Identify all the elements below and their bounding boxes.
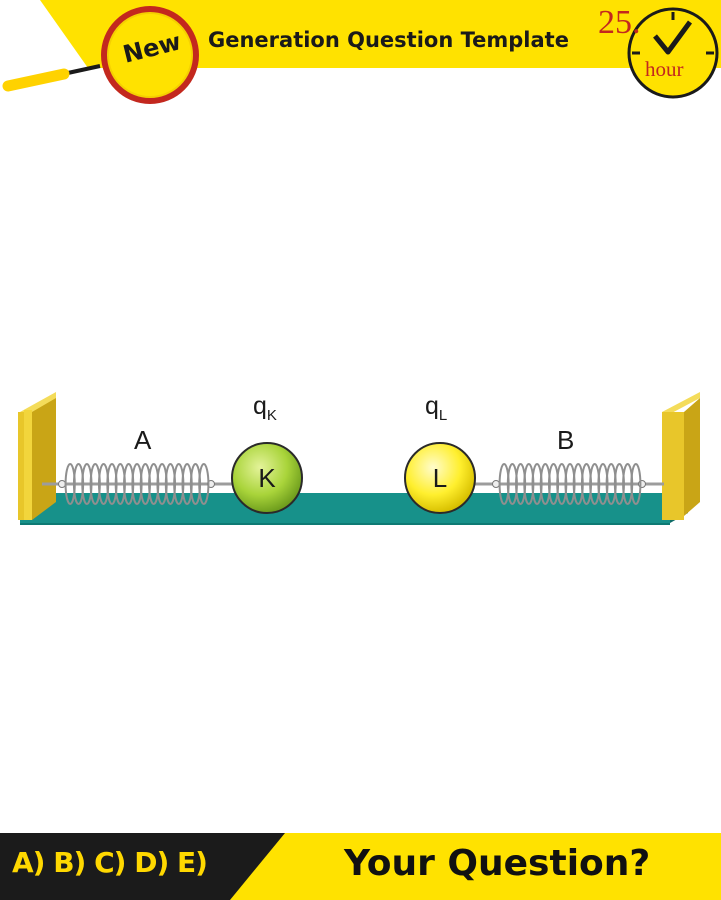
charge-k-subscript: K	[266, 407, 277, 424]
spring-a	[64, 463, 210, 505]
ball-l-label: L	[432, 463, 448, 493]
right-wall	[662, 392, 700, 520]
magnifier-icon	[2, 6, 199, 104]
spring-coil	[630, 463, 642, 505]
spring-a-label: A	[134, 425, 152, 455]
question-text: Your Question?	[344, 843, 651, 884]
hour-number: 25.	[598, 4, 641, 41]
spring-b	[498, 463, 642, 505]
footer-band	[0, 833, 721, 900]
spring-diagram	[18, 392, 700, 525]
page-title: Generation Question Template	[208, 28, 569, 52]
ball-k-label: K	[258, 463, 276, 493]
charge-k-label: qK	[253, 392, 277, 424]
left-wall	[18, 392, 56, 520]
clock-icon	[627, 7, 719, 99]
spring-b-label: B	[557, 425, 575, 455]
charge-l-symbol: q	[425, 392, 439, 420]
spring-coil	[198, 463, 210, 505]
charge-l-label: qL	[425, 392, 447, 424]
charge-l-subscript: L	[438, 407, 448, 424]
hour-label: hour	[645, 57, 684, 81]
header-band	[2, 0, 721, 104]
charge-k-symbol: q	[253, 392, 267, 420]
ball-l	[404, 442, 476, 514]
ball-k	[231, 442, 303, 514]
answer-options: A) B) C) D) E)	[12, 846, 208, 879]
